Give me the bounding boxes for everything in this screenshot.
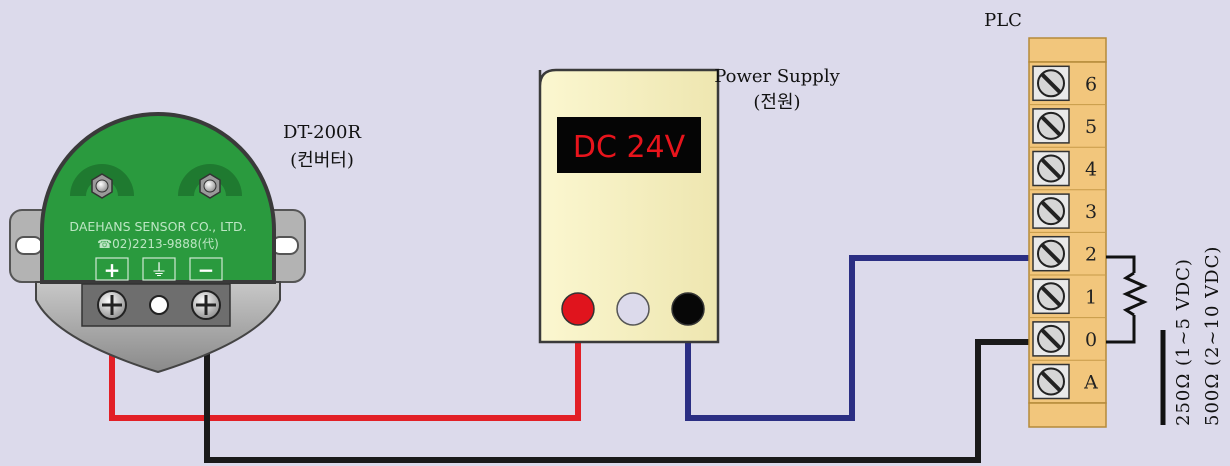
adjust-screw-right <box>199 173 221 199</box>
plc-terminal-label: 6 <box>1085 73 1097 95</box>
plc-terminals: 6 5 4 3 2 1 0A <box>1029 65 1106 400</box>
adjust-screw-left <box>91 173 113 199</box>
power-terminal-red <box>561 292 595 326</box>
terminal-screw-minus <box>191 290 221 320</box>
plc-terminal-label: 4 <box>1085 159 1097 181</box>
converter-device: DAEHANS SENSOR CO., LTD. ☎02)2213-9888(代… <box>9 112 306 374</box>
power-terminal-black <box>671 292 705 326</box>
plc-terminal-3: 3 <box>1029 193 1106 233</box>
terminal-ground-label: ⏚ <box>151 261 168 281</box>
plc-terminal-1: 1 <box>1029 278 1106 319</box>
converter-green-face <box>40 112 276 284</box>
terminal-minus-label: − <box>198 258 215 282</box>
plc-terminal-4: 4 <box>1029 150 1106 191</box>
plc-terminal-label: 0 <box>1085 329 1097 351</box>
power-supply-display-text: DC 24V <box>573 130 686 165</box>
plc-terminal-label: 2 <box>1085 244 1097 266</box>
plc-terminal-6: 6 <box>1029 65 1106 106</box>
power-supply-label: Power Supply <box>714 66 840 87</box>
load-resistor <box>1106 255 1148 344</box>
black-wire <box>204 325 1040 463</box>
power-supply-display <box>557 117 701 173</box>
power-terminal-ground <box>616 292 650 326</box>
plc-terminal-label: A <box>1083 372 1098 394</box>
company-name: DAEHANS SENSOR CO., LTD. <box>69 219 246 234</box>
plc-label: PLC <box>984 10 1022 31</box>
plc-terminal-A: A <box>1032 363 1098 400</box>
plc-terminal-label: 1 <box>1085 286 1097 308</box>
converter-model-label: DT-200R <box>283 122 362 143</box>
resistor-note-250: 250Ω (1~5 VDC) <box>1173 258 1194 426</box>
terminal-ground-hole <box>149 295 169 315</box>
plc-terminal-2: 2 <box>1029 235 1106 276</box>
power-supply-sub-label: (전원) <box>753 92 800 113</box>
polarity-labels <box>95 257 223 281</box>
plc-terminal-label: 5 <box>1085 116 1097 138</box>
converter-model-sub-label: (컨버터) <box>290 150 354 171</box>
plc-terminal-label: 3 <box>1085 201 1097 223</box>
flange-slot-left <box>15 236 43 255</box>
resistor-note-500: 500Ω (2~10 VDC) <box>1202 246 1223 426</box>
red-wire <box>109 322 581 421</box>
power-supply: DC 24V <box>538 68 720 344</box>
blue-wire <box>685 255 1040 421</box>
plc-terminal-0: 0 <box>1029 321 1106 361</box>
terminal-screw-plus <box>97 290 127 320</box>
plc-terminal-5: 5 <box>1029 108 1106 148</box>
terminal-plus-label: + <box>104 258 121 282</box>
company-phone: ☎02)2213-9888(代) <box>97 237 219 251</box>
